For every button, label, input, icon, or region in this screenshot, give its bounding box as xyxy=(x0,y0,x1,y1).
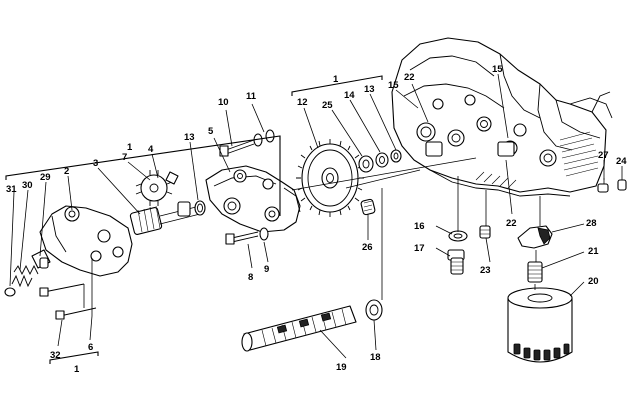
assembly-brackets xyxy=(5,75,383,364)
body-bolts-bottom xyxy=(225,227,269,245)
callout-23: 23 xyxy=(480,265,491,276)
callout-6: 6 xyxy=(88,342,93,353)
relief-valve-parts xyxy=(4,257,49,297)
strainer-seal xyxy=(365,299,383,321)
callout-1-left: 1 xyxy=(127,142,133,153)
callout-20: 20 xyxy=(588,276,599,287)
callout-5: 5 xyxy=(208,126,214,137)
callout-1-top: 1 xyxy=(333,74,339,85)
body-bolts-top xyxy=(219,129,275,157)
callout-28: 28 xyxy=(586,218,597,229)
o-ring xyxy=(194,200,206,216)
callout-1-bottom: 1 xyxy=(74,364,80,375)
oil-pump-body xyxy=(205,165,301,233)
callout-17: 17 xyxy=(414,243,425,254)
callout-22-bottom: 22 xyxy=(506,218,517,229)
callout-leaders xyxy=(9,73,623,359)
callout-19: 19 xyxy=(336,362,347,373)
assembly-axis-lines xyxy=(83,157,541,316)
callout-10: 10 xyxy=(218,97,229,108)
callout-16: 16 xyxy=(414,221,425,232)
callout-labels: 1 1 1 2 3 4 5 6 7 8 9 10 11 12 13 13 14 … xyxy=(6,64,627,375)
callout-12: 12 xyxy=(297,97,308,108)
callout-14: 14 xyxy=(344,90,355,101)
callout-32: 32 xyxy=(50,350,61,361)
callout-2: 2 xyxy=(64,166,69,177)
callout-21: 21 xyxy=(588,246,599,257)
dowel xyxy=(360,198,376,216)
callout-31: 31 xyxy=(6,184,17,195)
pump-shaft-gear xyxy=(129,201,201,235)
oil-pump-drive-gear xyxy=(296,139,364,217)
plug-27-24 xyxy=(597,178,627,193)
filter-nipple xyxy=(527,261,543,283)
callout-24: 24 xyxy=(616,156,627,167)
callout-15-right: 15 xyxy=(492,64,503,75)
callout-25: 25 xyxy=(322,100,333,111)
callout-4: 4 xyxy=(148,144,154,155)
callout-26: 26 xyxy=(362,242,373,253)
callout-11: 11 xyxy=(246,91,257,102)
callout-22-top: 22 xyxy=(404,72,415,83)
pump-gear xyxy=(135,170,179,206)
callout-13-right: 13 xyxy=(364,84,375,95)
drain-plug xyxy=(447,230,468,275)
callout-15-left: 15 xyxy=(388,80,399,91)
callout-8: 8 xyxy=(248,272,253,283)
oil-pickup-strainer xyxy=(241,305,357,352)
callout-9: 9 xyxy=(264,264,269,275)
callout-7: 7 xyxy=(122,152,127,163)
callout-18: 18 xyxy=(370,352,381,363)
drive-washers xyxy=(358,149,402,173)
engine-crankcase xyxy=(391,37,613,197)
filter-adapter-28 xyxy=(517,225,553,249)
plug-23 xyxy=(479,225,491,239)
callout-29: 29 xyxy=(40,172,51,183)
callout-30: 30 xyxy=(22,180,33,191)
callout-3: 3 xyxy=(93,158,98,169)
cover-bolts xyxy=(39,283,97,320)
callout-13-left: 13 xyxy=(184,132,195,143)
oil-filter xyxy=(507,287,573,363)
callout-27: 27 xyxy=(598,150,609,161)
